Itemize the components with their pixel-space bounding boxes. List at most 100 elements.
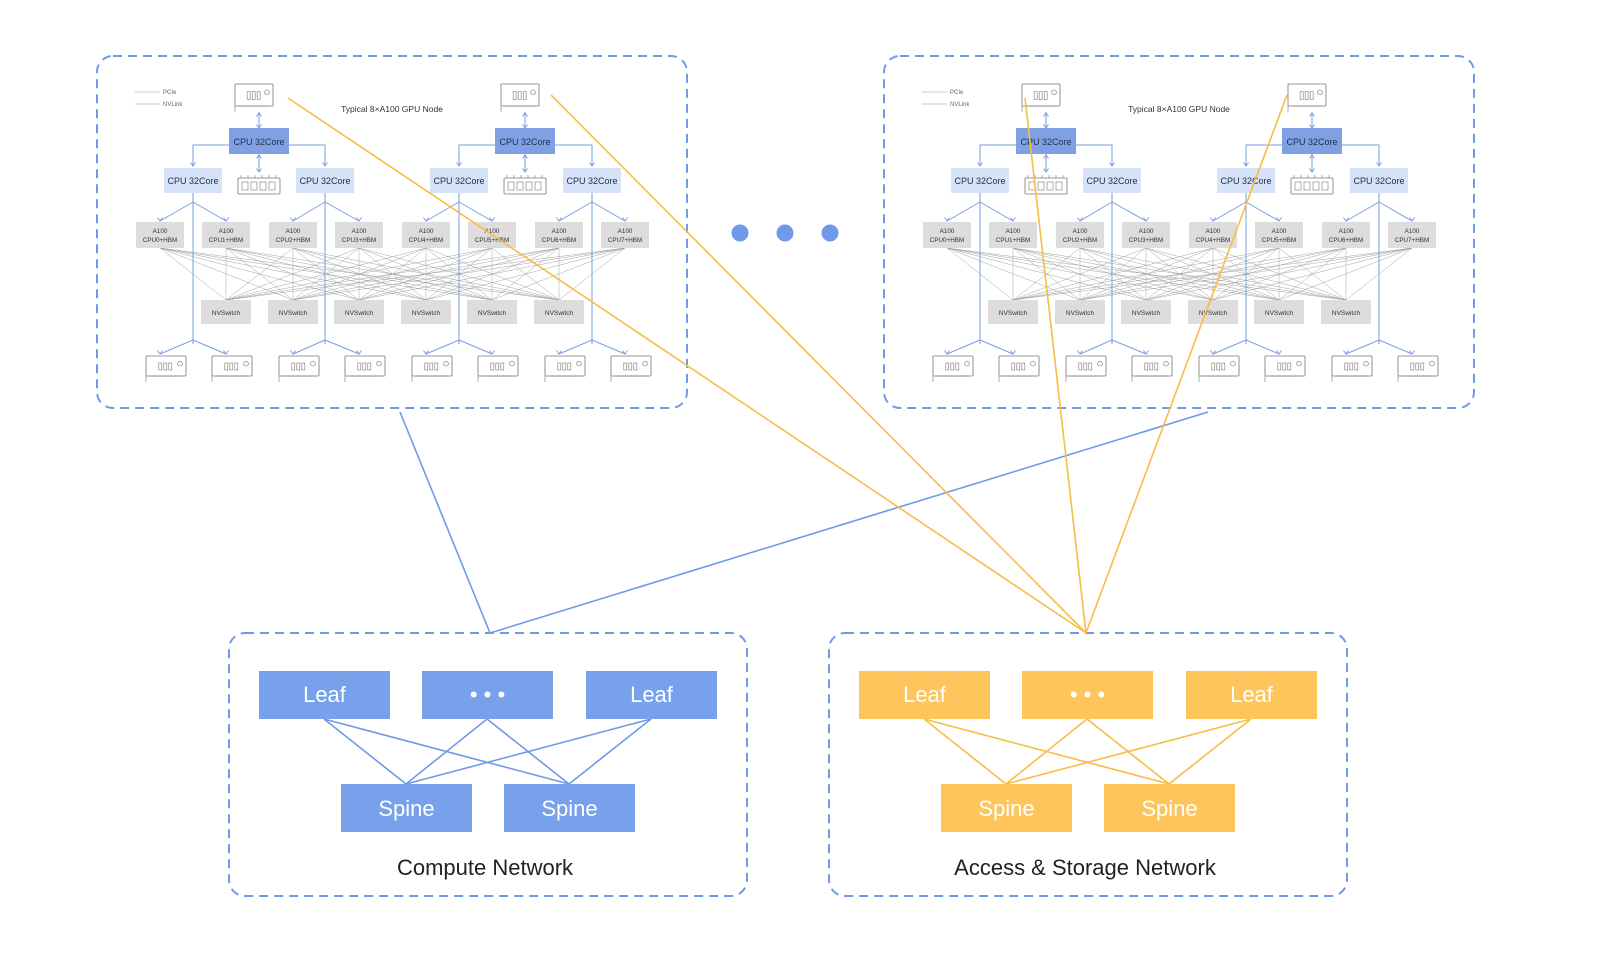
spine-switch-label: Spine (541, 796, 597, 821)
gpu-memory-label: CPU4+HBM (409, 237, 443, 244)
nvswitch-box (1121, 300, 1171, 324)
cpu-nic-link (192, 339, 227, 355)
nvswitch-label: NVSwitch (1132, 310, 1161, 317)
gpu-model-label: A100 (1339, 228, 1354, 235)
storage-uplink (287, 97, 1087, 634)
cpu-sub-label: CPU 32Core (299, 176, 350, 186)
cpu-nic-link (1212, 339, 1247, 355)
nic-card-icon (211, 355, 253, 382)
nvswitch-label: NVSwitch (1199, 310, 1228, 317)
cpu-gpu-link (292, 201, 326, 222)
nic-chip (1211, 362, 1216, 371)
arrow-head (1043, 112, 1049, 117)
cpu-gpu-link (1345, 201, 1380, 222)
nvswitch-label: NVSwitch (345, 310, 374, 317)
nic-port (443, 360, 449, 367)
nic-chip (429, 362, 434, 371)
nvswitch-label: NVSwitch (212, 310, 241, 317)
gpu-box (1388, 222, 1436, 248)
nic-port (964, 360, 970, 367)
nic-port (1363, 360, 1369, 367)
leaf-switch (586, 671, 717, 719)
arrow-head (1109, 162, 1115, 167)
gpu-box (269, 222, 317, 248)
arrow-head (1210, 217, 1216, 222)
memory-chip (250, 181, 258, 191)
nic-chip (229, 362, 234, 371)
cpu-nic-link (324, 339, 360, 355)
nic-chip (1410, 362, 1415, 371)
nvlink-connection (225, 247, 294, 301)
arrow-head (1309, 168, 1315, 173)
arrow-head (1343, 217, 1349, 222)
arrow-head (223, 350, 229, 355)
gpu-model-label: A100 (552, 228, 567, 235)
cpu-sub-label: CPU 32Core (167, 176, 218, 186)
nic-chip (517, 91, 522, 100)
cpu-sub-box (430, 168, 488, 193)
arrow-head (944, 217, 950, 222)
nic-chip (1299, 91, 1304, 100)
gpu-box (1322, 222, 1370, 248)
cpu-branch-right (1342, 144, 1380, 166)
arrow-head (522, 168, 528, 173)
cpu-nic-link (979, 339, 1014, 355)
arrow-head (622, 217, 628, 222)
nic-chip (296, 362, 301, 371)
gpu-memory-label: CPU1+HBM (996, 237, 1030, 244)
gpu-memory-label: CPU5+HBM (1262, 237, 1296, 244)
arrow-head (1143, 350, 1149, 355)
memory-icon (1290, 175, 1334, 195)
nvlink-connection (225, 247, 626, 301)
cpu-gpu-link (1212, 201, 1247, 222)
arrow-head (622, 350, 628, 355)
leaf-spine-link (1168, 718, 1252, 785)
cpu-nic-link (292, 339, 326, 355)
arrow-head (522, 112, 528, 117)
nic-chip (163, 362, 168, 371)
gpu-box (1189, 222, 1237, 248)
cpu-sub-label: CPU 32Core (566, 176, 617, 186)
nvswitch-box (467, 300, 517, 324)
nic-port (1230, 360, 1236, 367)
cpu-sub-label: CPU 32Core (433, 176, 484, 186)
nic-chip (158, 362, 163, 371)
legend-pcie-label: PCIe (950, 90, 964, 96)
nic-chip (955, 362, 960, 371)
nic-chip (224, 362, 229, 371)
nic-port (376, 360, 382, 367)
nvlink-connection (1212, 247, 1413, 301)
leaf-switch (859, 671, 990, 719)
cpu-nic-link (425, 339, 460, 355)
nic-chip (424, 362, 429, 371)
compute-network-fabric-links (323, 718, 652, 785)
cpu-sub-box (951, 168, 1009, 193)
nvswitch-box (201, 300, 251, 324)
arrow-head (556, 350, 562, 355)
nic-card-icon (610, 355, 652, 382)
legend-nvlink-label: NVLink (163, 102, 183, 108)
storage-network-label: Access & Storage Network (954, 855, 1217, 880)
nic-chip (1420, 362, 1425, 371)
compute-network-label: Compute Network (397, 855, 574, 880)
nic-card-icon (500, 83, 540, 112)
nvswitch-box (334, 300, 384, 324)
gpu-model-label: A100 (1139, 228, 1154, 235)
arrow-head (1077, 217, 1083, 222)
gpu-memory-label: CPU2+HBM (276, 237, 310, 244)
nic-card-icon (998, 355, 1040, 382)
nic-card-icon (1021, 83, 1061, 112)
arrow-head (157, 217, 163, 222)
nic-chip (522, 91, 527, 100)
nic-chip (234, 362, 239, 371)
nic-chip (1088, 362, 1093, 371)
cpu-gpu-link (1378, 201, 1413, 222)
nic-chip (1043, 91, 1048, 100)
cpu-nic-link (558, 339, 593, 355)
gpu-memory-label: CPU3+HBM (1129, 237, 1163, 244)
nvlink-connection (358, 247, 626, 301)
leaf-switch-ellipsis (422, 671, 553, 719)
nic-card-icon (477, 355, 519, 382)
